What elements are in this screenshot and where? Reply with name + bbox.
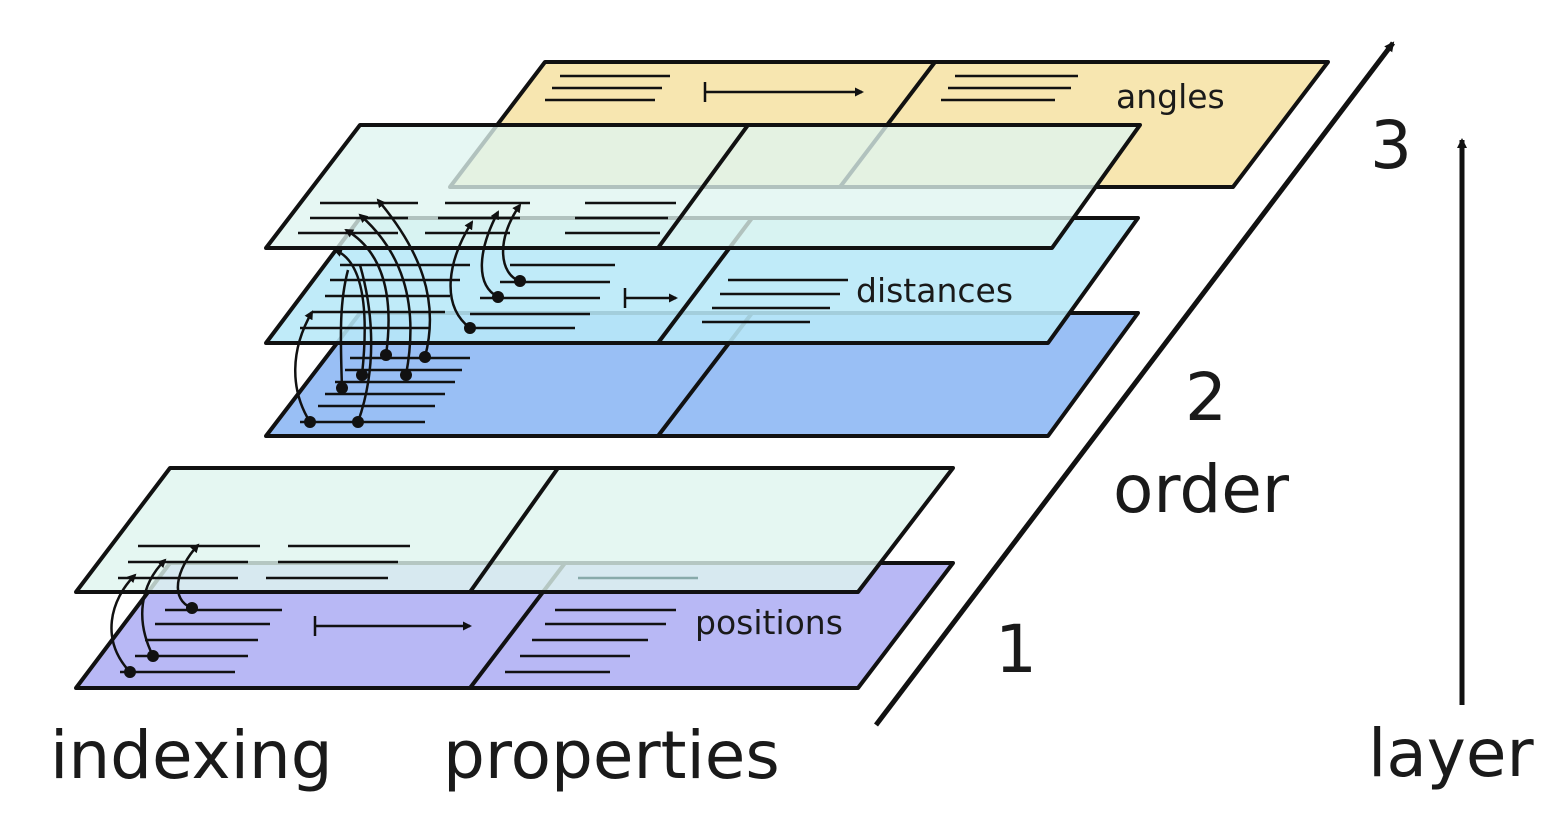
angles-label: angles bbox=[1116, 77, 1225, 116]
distances-label: distances bbox=[856, 271, 1013, 310]
positions-label: positions bbox=[695, 603, 843, 642]
order-number-2: 2 bbox=[1185, 359, 1227, 436]
order1-pointer-dots bbox=[124, 602, 198, 678]
order2-index-plane bbox=[264, 123, 1142, 250]
order-axis-label: order bbox=[1113, 451, 1290, 528]
angles-index-lines bbox=[545, 74, 1078, 102]
distances-index-lines bbox=[300, 263, 848, 330]
order2-pointer-arcs bbox=[294, 198, 522, 423]
layer-axis-label: layer bbox=[1368, 715, 1534, 792]
order1-index-plane bbox=[74, 466, 955, 594]
order-number-3: 3 bbox=[1370, 107, 1412, 184]
positions-plane: positions bbox=[74, 561, 955, 690]
order2-pointer-dots bbox=[304, 275, 526, 428]
indexing-column-label: indexing bbox=[50, 717, 333, 794]
order1-pointer-arcs bbox=[110, 543, 200, 673]
order-number-1: 1 bbox=[995, 611, 1037, 688]
properties-column-label: properties bbox=[443, 717, 780, 794]
positions-index-lines bbox=[120, 608, 676, 674]
order-axis-arrow bbox=[874, 41, 1395, 727]
